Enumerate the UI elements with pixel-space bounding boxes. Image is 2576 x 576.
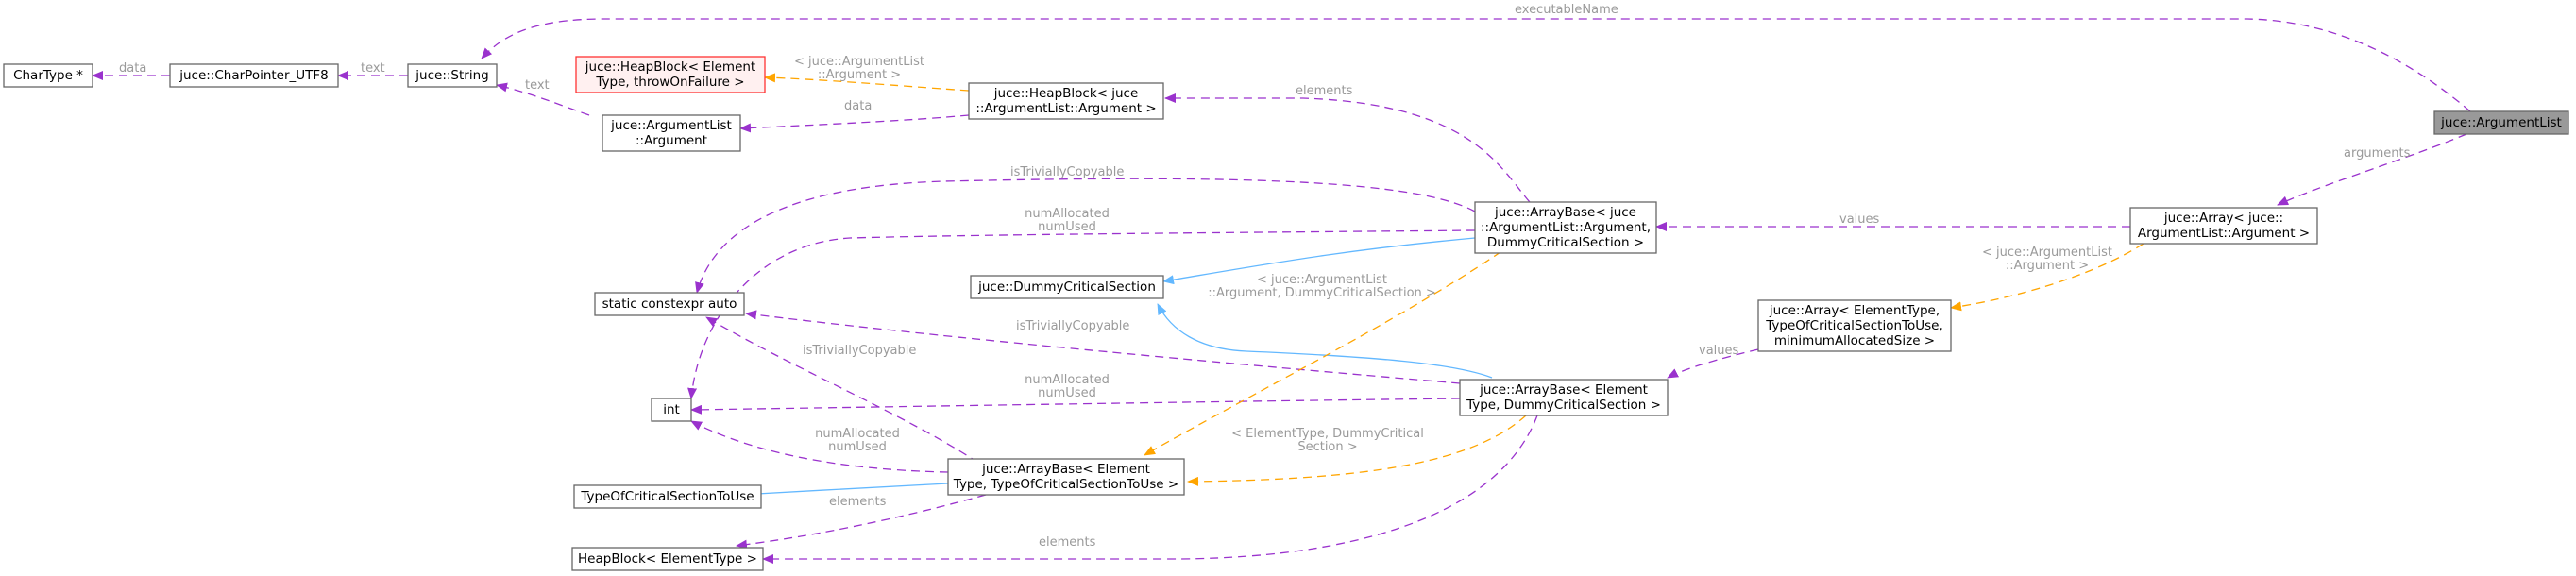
node-chartype[interactable]: CharType * — [3, 63, 93, 88]
nodes: CharType * juce::CharPointer_UTF8 juce::… — [3, 56, 2569, 571]
edges — [92, 18, 2471, 564]
label-trivially-2: isTriviallyCopyable — [1016, 319, 1129, 333]
node-dummycriticalsection-label: juce::DummyCriticalSection — [977, 280, 1156, 295]
node-heapblock-argument-line2: ::ArgumentList::Argument > — [975, 101, 1156, 116]
node-array-generic-line3: minimumAllocatedSize > — [1774, 333, 1935, 348]
label-values-2: values — [1699, 344, 1739, 358]
edge-numalloc-2 — [690, 398, 1461, 415]
edge-tpl-heapblock — [764, 73, 970, 92]
edge-arguments — [2277, 133, 2467, 206]
label-values-1: values — [1839, 212, 1880, 227]
label-trivially-1: isTriviallyCopyable — [1010, 165, 1124, 179]
node-arraybase-argument-line1: juce::ArrayBase< juce — [1494, 205, 1636, 220]
node-arraybase-generic-line1: juce::ArrayBase< Element — [981, 462, 1150, 477]
label-numalloc-3b: numUsed — [828, 440, 887, 454]
edge-numalloc-1 — [687, 229, 1476, 399]
node-heapblock-argument[interactable]: juce::HeapBlock< juce ::ArgumentList::Ar… — [968, 82, 1164, 120]
edge-executablename — [481, 18, 2471, 112]
node-arraybase-generic[interactable]: juce::ArrayBase< Element Type, TypeOfCri… — [947, 458, 1185, 496]
edge-inherit-cs-1 — [1162, 237, 1476, 285]
edge-trivially-1 — [695, 178, 1476, 294]
node-int-label: int — [663, 402, 680, 417]
label-tpl-arraybase-dummy-2: Section > — [1297, 440, 1357, 454]
label-numalloc-1b: numUsed — [1038, 220, 1096, 234]
label-tpl-arraybase-dummy-1: < ElementType, DummyCritical — [1231, 427, 1424, 441]
node-array-generic-line2: TypeOfCriticalSectionToUse, — [1765, 318, 1942, 333]
edge-elements-3 — [762, 415, 1538, 564]
edge-elements-2 — [736, 494, 987, 550]
node-int[interactable]: int — [651, 398, 692, 422]
edge-trivially-3 — [705, 316, 979, 464]
label-tpl-arraybase-arg-1: < juce::ArgumentList — [1257, 273, 1387, 287]
label-tpl-array-2: ::Argument > — [2006, 259, 2089, 273]
label-numalloc-1a: numAllocated — [1025, 207, 1110, 221]
edge-inherit-typeof — [739, 483, 949, 500]
node-array-argument-line2: ArgumentList::Argument > — [2138, 226, 2310, 241]
node-arraybase-element-dummy-line2: Type, DummyCriticalSection > — [1466, 398, 1661, 413]
label-tpl-array-1: < juce::ArgumentList — [1982, 246, 2112, 260]
node-heapblock-elementtype[interactable]: HeapBlock< ElementType > — [571, 547, 764, 571]
edge-values-generic — [1667, 348, 1759, 379]
label-text-2: text — [361, 61, 385, 76]
node-arraybase-argument-line3: DummyCriticalSection > — [1487, 235, 1644, 250]
node-heapblock-throwonfailure-line2: Type, throwOnFailure > — [595, 75, 744, 90]
label-tpl-heapblock-2: ::Argument > — [818, 68, 901, 82]
label-numalloc-3a: numAllocated — [815, 427, 900, 441]
node-string-label: juce::String — [415, 68, 488, 83]
edge-tpl-arraybase-dummy — [1187, 415, 1527, 486]
node-static-constexpr-auto-label: static constexpr auto — [602, 296, 737, 312]
edge-tpl-arraybase-arg — [1144, 243, 1514, 456]
edge-tpl-array — [1950, 243, 2144, 312]
node-argumentlist-argument-line2: ::Argument — [636, 133, 707, 148]
node-argumentlist-label: juce::ArgumentList — [2440, 115, 2562, 130]
node-charpointer-utf8[interactable]: juce::CharPointer_UTF8 — [169, 63, 339, 88]
node-heapblock-argument-line1: juce::HeapBlock< juce — [993, 86, 1139, 101]
node-arraybase-element-dummy-line1: juce::ArrayBase< Element — [1479, 382, 1648, 398]
label-tpl-arraybase-arg-2: ::Argument, DummyCriticalSection > — [1208, 286, 1436, 300]
label-executablename: executableName — [1515, 3, 1618, 17]
label-elements-1: elements — [1296, 84, 1353, 98]
node-string[interactable]: juce::String — [407, 63, 498, 88]
node-array-generic[interactable]: juce::Array< ElementType, TypeOfCritical… — [1757, 299, 1952, 352]
node-arraybase-argument[interactable]: juce::ArrayBase< juce ::ArgumentList::Ar… — [1474, 201, 1657, 254]
node-array-argument[interactable]: juce::Array< juce:: ArgumentList::Argume… — [2129, 207, 2318, 245]
node-argumentlist[interactable]: juce::ArgumentList — [2433, 110, 2569, 135]
node-typeofcriticalsectiontouse-label: TypeOfCriticalSectionToUse — [580, 489, 754, 504]
node-heapblock-elementtype-label: HeapBlock< ElementType > — [578, 551, 757, 567]
node-chartype-label: CharType * — [13, 68, 83, 83]
node-dummycriticalsection[interactable]: juce::DummyCriticalSection — [970, 275, 1164, 299]
edge-elements-1 — [1164, 93, 1531, 203]
edge-data-heap — [739, 114, 970, 133]
edge-text-argument — [496, 82, 590, 116]
node-typeofcriticalsectiontouse[interactable]: TypeOfCriticalSectionToUse — [573, 484, 762, 509]
label-trivially-3: isTriviallyCopyable — [803, 344, 916, 358]
label-data-1: data — [844, 99, 872, 113]
label-numalloc-2a: numAllocated — [1025, 373, 1110, 387]
node-argumentlist-argument-line1: juce::ArgumentList — [610, 118, 732, 133]
node-charpointer-utf8-label: juce::CharPointer_UTF8 — [178, 68, 329, 83]
label-elements-3: elements — [1039, 535, 1096, 550]
label-numalloc-2b: numUsed — [1038, 386, 1096, 400]
label-data-2: data — [119, 61, 146, 76]
label-tpl-heapblock-1: < juce::ArgumentList — [794, 55, 924, 69]
edge-labels: executableName arguments values < juce::… — [119, 3, 2411, 550]
node-argumentlist-argument[interactable]: juce::ArgumentList ::Argument — [602, 114, 741, 152]
label-arguments: arguments — [2344, 146, 2411, 161]
node-static-constexpr-auto[interactable]: static constexpr auto — [594, 292, 745, 316]
node-array-argument-line1: juce::Array< juce:: — [2163, 211, 2283, 226]
edge-trivially-2 — [745, 310, 1461, 384]
node-heapblock-throwonfailure-line1: juce::HeapBlock< Element — [585, 59, 755, 75]
edge-numalloc-3 — [690, 420, 949, 473]
label-text-1: text — [525, 78, 550, 93]
node-heapblock-throwonfailure[interactable]: juce::HeapBlock< Element Type, throwOnFa… — [575, 56, 766, 93]
node-arraybase-element-dummy[interactable]: juce::ArrayBase< Element Type, DummyCrit… — [1459, 379, 1669, 416]
edge-inherit-cs-2 — [1157, 303, 1493, 379]
node-arraybase-generic-line2: Type, TypeOfCriticalSectionToUse > — [953, 477, 1178, 492]
node-array-generic-line1: juce::Array< ElementType, — [1769, 303, 1940, 318]
node-arraybase-argument-line2: ::ArgumentList::Argument, — [1481, 220, 1651, 235]
label-elements-2: elements — [829, 495, 887, 509]
